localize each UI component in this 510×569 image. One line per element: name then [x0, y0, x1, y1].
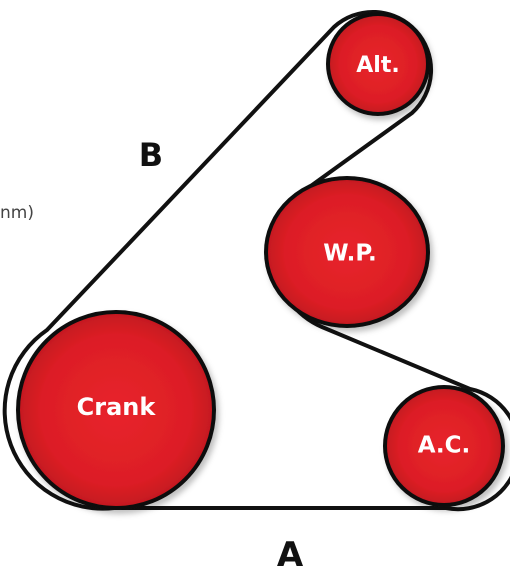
water-pump-pulley — [264, 176, 430, 328]
water-pump-label: W.P. — [323, 241, 377, 267]
ac-label: A.C. — [418, 433, 471, 459]
span-a-label: A — [277, 535, 304, 569]
clipped-unit-text: nm) — [0, 203, 34, 223]
alternator-pulley — [326, 12, 430, 116]
span-b-label: B — [139, 136, 163, 174]
crank-pulley — [16, 310, 216, 510]
alternator-label: Alt. — [356, 53, 399, 78]
ac-pulley — [383, 385, 505, 507]
crank-label: Crank — [77, 393, 157, 421]
